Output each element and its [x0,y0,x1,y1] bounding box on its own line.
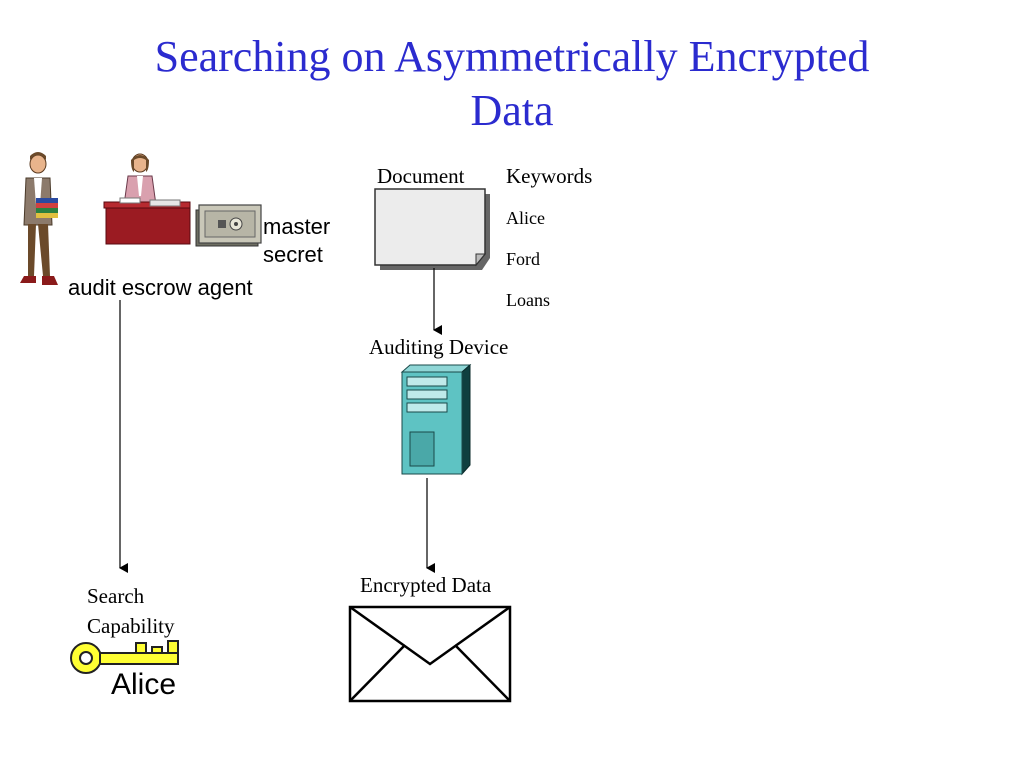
master-secret-line-1: master [263,214,331,239]
key-icon [70,640,179,674]
document-label: Document [377,164,465,188]
audit-escrow-agent-label: audit escrow agent [68,275,253,300]
search-capability-line-1: Search [87,584,145,608]
auditing-device-label: Auditing Device [369,335,509,359]
title-line-2: Data [470,86,554,135]
key-owner-label: Alice [111,668,177,701]
master-secret-label: master secret [263,213,330,269]
person-with-books-icon [20,152,58,285]
document-icon [374,188,490,270]
keywords-header: Keywords [506,164,593,188]
slide-title: Searching on Asymmetrically Encrypted Da… [0,30,1024,138]
safe-icon [195,204,262,247]
keyword-item: Alice [506,208,545,228]
envelope-icon [348,605,512,703]
encrypted-data-label: Encrypted Data [360,573,492,597]
title-line-1: Searching on Asymmetrically Encrypted [154,32,870,81]
person-at-desk-icon [103,153,191,245]
keyword-item: Ford [506,249,541,269]
search-capability-label: Search Capability [87,581,175,641]
master-secret-line-2: secret [263,242,323,267]
search-capability-line-2: Capability [87,614,175,638]
server-icon [400,363,472,476]
keyword-item: Loans [506,290,550,310]
